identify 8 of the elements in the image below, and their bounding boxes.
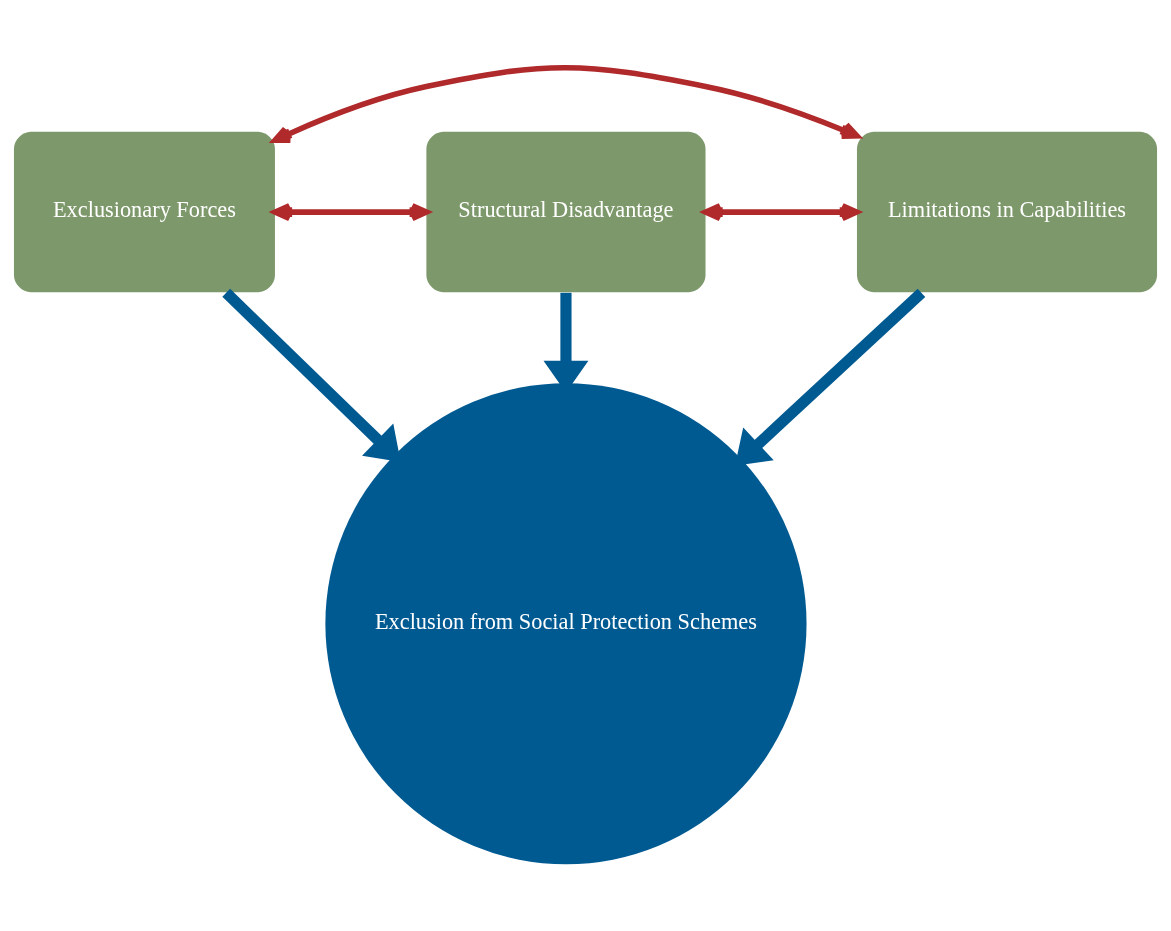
arrow	[734, 288, 926, 466]
node-box: Limitations in Capabilities	[856, 131, 1158, 292]
node-box: Structural Disadvantage	[426, 131, 706, 292]
arrow	[702, 202, 860, 221]
arrow	[222, 288, 401, 462]
node-box: Exclusionary Forces	[13, 131, 275, 292]
arrow	[271, 64, 861, 143]
node-circle: Exclusion from Social Protection Schemes	[325, 382, 807, 864]
